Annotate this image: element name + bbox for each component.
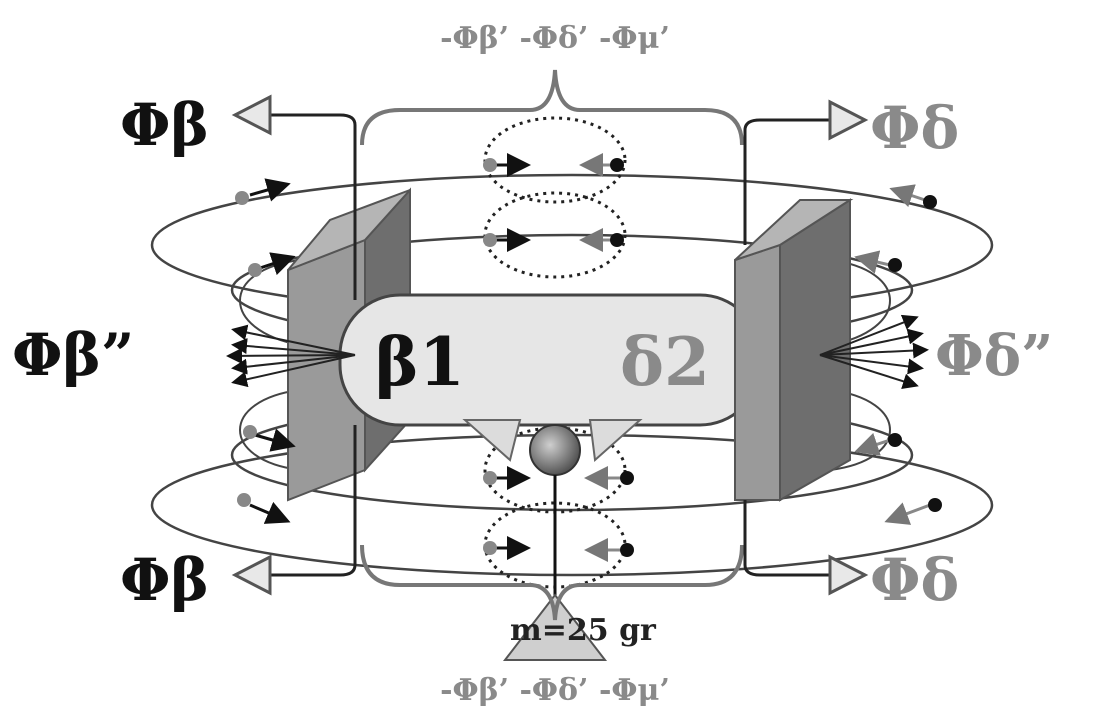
phi-beta-double-prime-label: Φβ” — [12, 321, 134, 389]
top-brace — [360, 69, 744, 146]
right-magnet-plate — [734, 198, 854, 502]
terminal-bottom-right — [828, 554, 869, 596]
mass-weight — [502, 593, 608, 661]
terminal-top-right — [828, 99, 869, 141]
bottom-brace — [360, 544, 744, 621]
pendulum-ball — [529, 424, 581, 476]
mass-label: m=25 gr — [510, 613, 657, 648]
phi-delta-top-label: Φδ — [870, 94, 959, 162]
phi-delta-bottom-label: Φδ — [870, 546, 959, 614]
connector-wires — [270, 113, 830, 577]
phi-beta-bottom-label: Φβ — [120, 546, 209, 614]
terminal-top-left — [231, 94, 272, 136]
mass-pendulum — [462, 419, 643, 661]
charge-markers — [235, 153, 942, 562]
phi-beta-top-label: Φβ — [120, 91, 209, 159]
phi-delta-double-prime-label: Φδ” — [935, 323, 1053, 389]
flux-top-label: -Φβ’ -Φδ’ -Φμ’ — [440, 21, 670, 56]
beta1-label: β1 — [375, 323, 465, 401]
left-flux-fan — [226, 324, 356, 388]
terminals — [231, 94, 869, 596]
flux-bottom-label: -Φβ’ -Φδ’ -Φμ’ — [440, 673, 670, 708]
braces — [360, 69, 744, 621]
delta2-label: δ2 — [620, 323, 710, 401]
right-flux-fan — [819, 314, 929, 390]
terminal-bottom-left — [231, 554, 272, 596]
